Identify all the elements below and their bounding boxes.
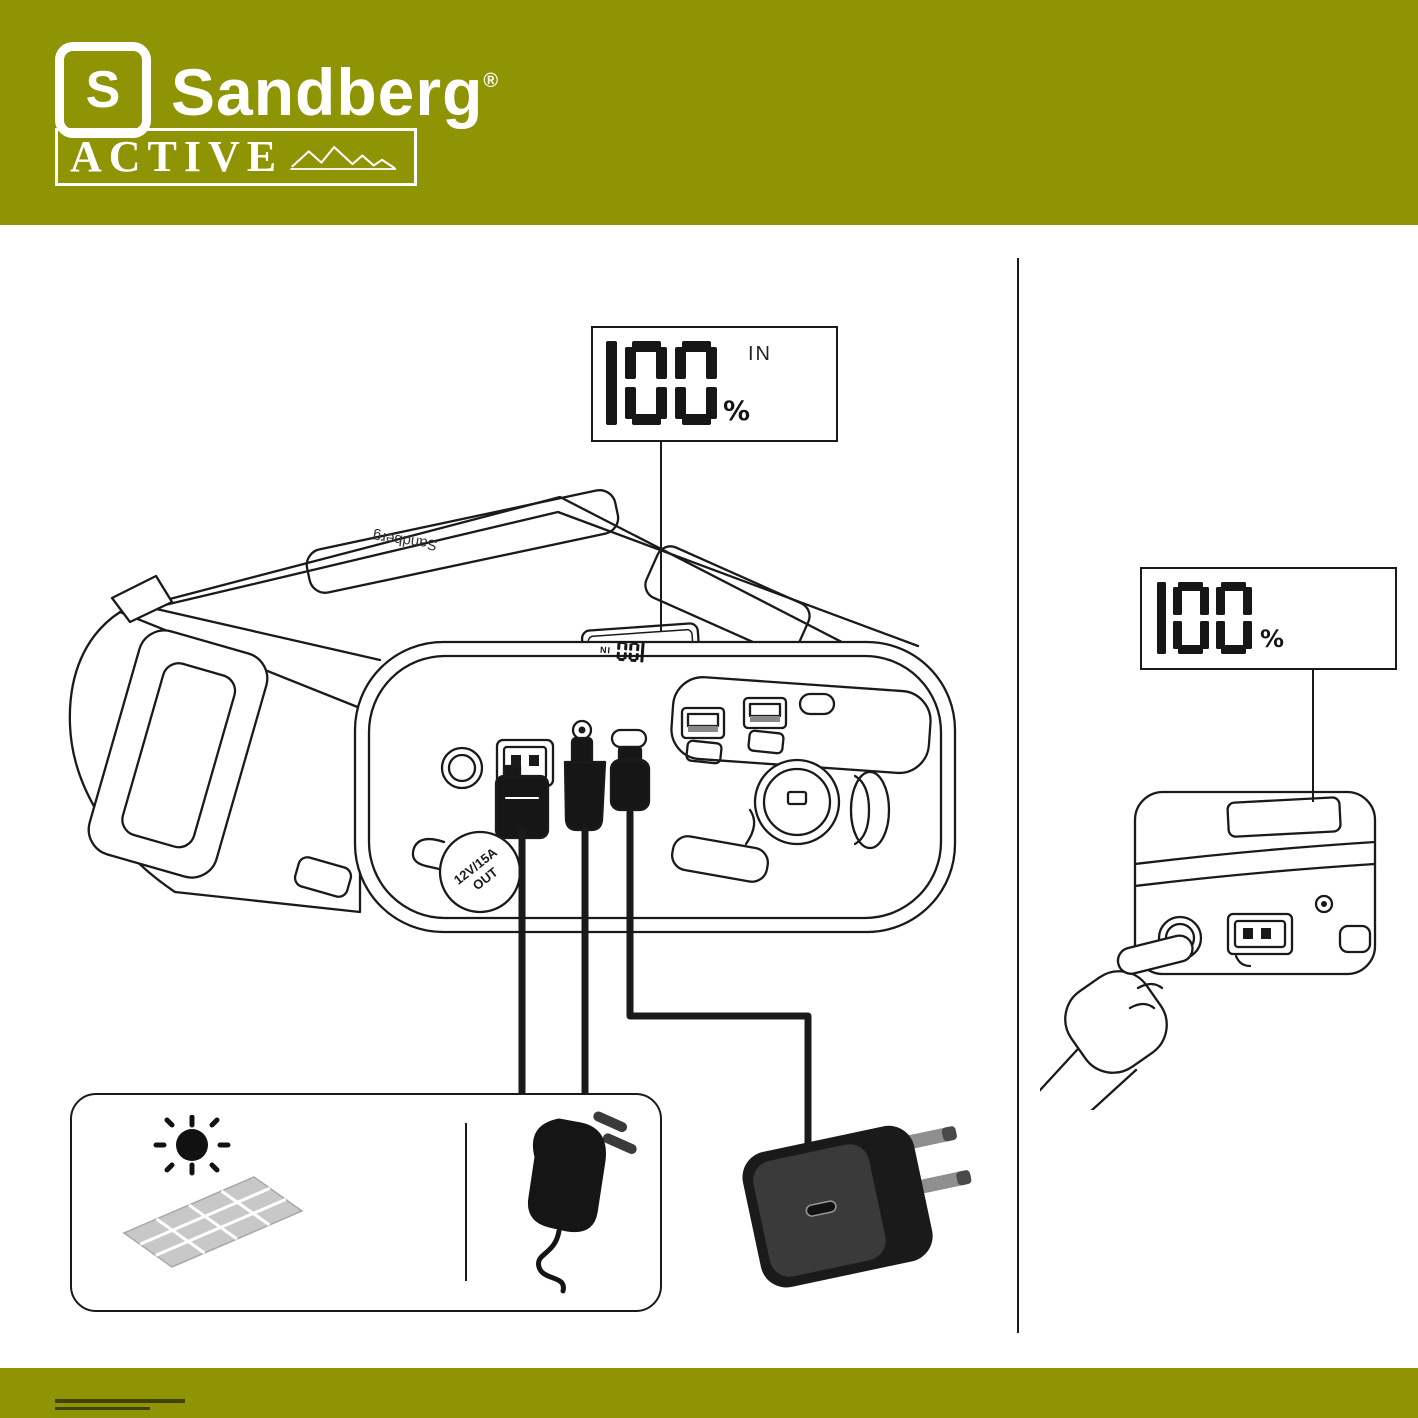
usb-c-plug: [609, 745, 651, 812]
fine-print-line: [55, 1399, 185, 1403]
device-display-mode: IN: [598, 644, 611, 656]
lcd-percent-main: %: [723, 396, 751, 427]
fine-print-line: [55, 1407, 150, 1410]
carry-strap: [87, 574, 353, 898]
dc-adapter-icon: [527, 1111, 637, 1294]
active-series-logo: ACTIVE: [55, 128, 417, 186]
hand-pressing-button: [1040, 934, 1194, 1110]
device-display-reading: IN: [598, 639, 645, 663]
solar-panel-icon: [122, 1115, 304, 1268]
lcd-percent-side: %: [1260, 625, 1285, 653]
power-station-illustration: Sandberg: [68, 489, 957, 934]
active-wordmark: ACTIVE: [70, 132, 284, 181]
section-divider: [1017, 258, 1019, 1333]
sandberg-s-icon: S: [55, 42, 151, 138]
lcd-digits-side: [1157, 582, 1259, 654]
registered-mark: ®: [483, 70, 500, 92]
sandberg-logo: S Sandberg®: [55, 42, 499, 138]
box-divider: [465, 1123, 467, 1281]
strap-buckle: [110, 574, 174, 624]
12v-output-socket: [753, 758, 891, 850]
closeup-display: [1226, 796, 1342, 838]
top-handle-recess: [305, 489, 620, 594]
dc-barrel-plug: [563, 736, 607, 832]
12v-out-cap: 12V/15A OUT: [411, 830, 522, 914]
lcd-digits-main: [606, 341, 725, 425]
charging-sources-box: [70, 1093, 662, 1312]
button-press-closeup: [1040, 790, 1377, 1110]
battery-display-callout-side: %: [1140, 567, 1397, 670]
solar-connector-plug: [494, 764, 550, 840]
charger-usb-c-slot: [805, 1200, 837, 1217]
closeup-dc-port: [1226, 912, 1294, 956]
brand-wordmark: Sandberg®: [171, 55, 500, 129]
s-mark-letter: S: [85, 61, 121, 119]
usb-c-output-port: [798, 692, 836, 716]
index-finger: [1116, 934, 1194, 975]
usb-a-port-1: [680, 706, 726, 765]
header-band: S Sandberg® ACTIVE: [0, 0, 1418, 225]
sun-icon: [153, 1115, 231, 1176]
usb-a-port-2: [742, 696, 788, 755]
panel-grid: [122, 1176, 304, 1268]
mountains-icon: [290, 146, 397, 170]
device-display-digits: [614, 640, 645, 663]
footer-band: [0, 1368, 1418, 1418]
usb-wall-charger-icon: [742, 1125, 972, 1288]
lcd-mode-label: IN: [748, 343, 772, 365]
battery-display-callout-main: % IN: [591, 326, 838, 442]
